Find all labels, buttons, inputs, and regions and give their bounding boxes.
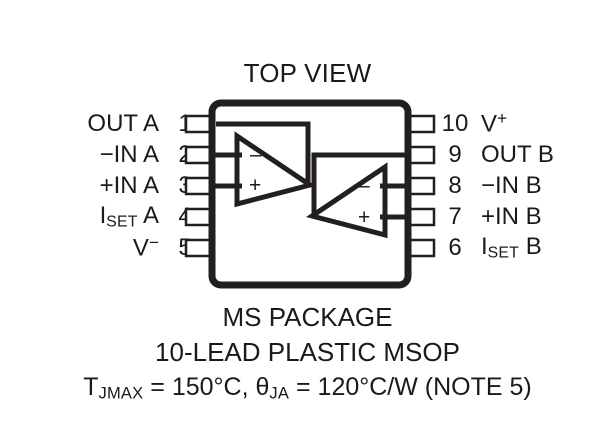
pin-name-3: +IN A <box>99 171 159 199</box>
pin-name-6-tail: B <box>519 232 542 260</box>
pin-name-9: OUT B <box>481 140 554 168</box>
pin-name-5-superscript: − <box>148 232 159 253</box>
amp-a-noninverting-marker: + <box>249 174 261 197</box>
pin-number-7: 7 <box>448 202 462 230</box>
theta-ja-value: = 120°C/W (NOTE 5) <box>289 373 532 401</box>
pin-name-4-tail: A <box>137 201 159 229</box>
pin-number-6: 6 <box>448 233 462 261</box>
amp-a-triangle <box>234 131 317 208</box>
pin-name-1: OUT A <box>87 109 159 137</box>
pin-name-5-base: V <box>132 234 149 262</box>
pin-label-row-2: −IN A 2 <box>55 139 200 170</box>
caption-package-name: MS PACKAGE <box>222 302 393 332</box>
pin-name-4-subscript: SET <box>106 213 138 231</box>
pin-name-4-base: I <box>99 201 107 229</box>
pin-label-row-5: V− 5 <box>55 232 200 263</box>
caption-package-type: 10-LEAD PLASTIC MSOP <box>155 337 460 367</box>
diagram-title: TOP VIEW <box>243 58 372 88</box>
pin-name-4: ISET A <box>100 202 159 231</box>
pin-name-8: −IN B <box>481 171 542 199</box>
tjmax-subscript: JMAX <box>98 384 144 403</box>
pin-name-5: V− <box>133 232 159 262</box>
pin-label-row-8: 8 −IN B <box>440 170 600 201</box>
pin-name-6-base: I <box>481 232 488 260</box>
right-pin-label-column: 10 V+ 9 OUT B 8 −IN B 7 +IN B 6 ISET B <box>440 108 600 263</box>
right-pin-leads <box>404 114 436 258</box>
pin-label-row-7: 7 +IN B <box>440 201 600 232</box>
amp-b-triangle <box>305 162 388 239</box>
pin-label-row-4: ISET A 4 <box>55 201 200 232</box>
tjmax-value: = 150°C, <box>143 373 256 401</box>
amp-b-inverting-marker: – <box>358 174 370 197</box>
amp-a-inverting-marker: – <box>250 143 262 166</box>
package-outline-drawing: – + – + <box>184 99 436 289</box>
package-body <box>208 99 412 289</box>
pin-name-10-base: V <box>481 110 498 138</box>
theta-ja-label: θ <box>255 373 270 401</box>
pin-label-row-10: 10 V+ <box>440 108 600 139</box>
pin-label-row-6: 6 ISET B <box>440 232 600 263</box>
pin-name-6: ISET B <box>481 233 542 262</box>
theta-ja-subscript: JA <box>269 384 290 403</box>
pin-label-row-9: 9 OUT B <box>440 139 600 170</box>
pin-label-row-3: +IN A 3 <box>55 170 200 201</box>
pin-number-10: 10 <box>441 109 469 137</box>
pin-name-7: +IN B <box>481 202 542 230</box>
amp-b-noninverting-marker: + <box>358 206 370 229</box>
pin-name-6-subscript: SET <box>487 244 520 262</box>
amp-a-output-trace <box>216 121 311 185</box>
amp-a <box>214 121 317 208</box>
pin-number-8: 8 <box>448 171 462 199</box>
pin-name-10: V+ <box>481 108 507 138</box>
amp-b <box>305 152 408 239</box>
pin-number-9: 9 <box>448 140 462 168</box>
tjmax-label: T <box>83 373 99 401</box>
amp-b-output-trace <box>311 152 406 216</box>
pin-name-10-superscript: + <box>497 108 508 129</box>
caption-thermal-specs: TJMAX = 150°C, θJA = 120°C/W (NOTE 5) <box>0 373 615 404</box>
pin-name-2: −IN A <box>99 140 159 168</box>
pin-label-row-1: OUT A 1 <box>55 108 200 139</box>
left-pin-label-column: OUT A 1 −IN A 2 +IN A 3 ISET A 4 V− 5 <box>55 108 200 263</box>
